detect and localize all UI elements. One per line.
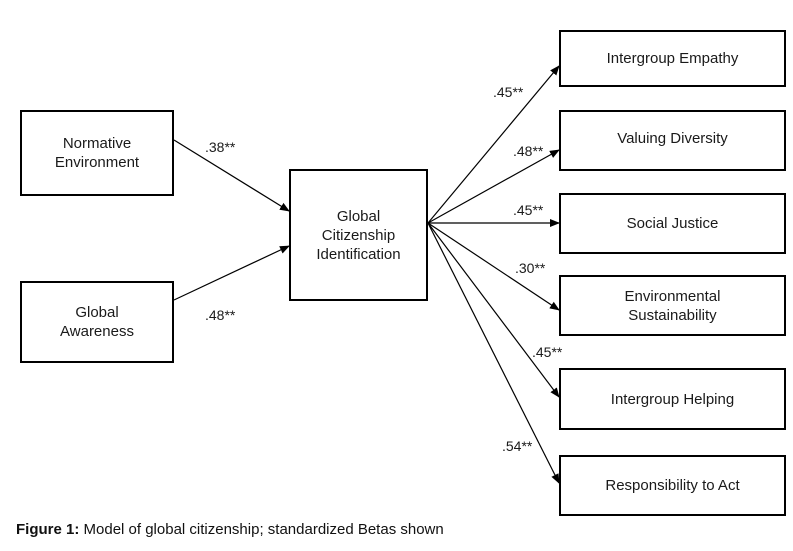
beta-gci-to-helping: .45** [532, 344, 563, 360]
beta-awareness-to-gci: .48** [205, 307, 236, 323]
node-label: Social Justice [626, 215, 719, 232]
arrow-gci-to-valuing-diversity [427, 149, 560, 224]
node-normative-environment: Normative Environment [20, 110, 174, 196]
node-environmental-sustainability: Environmental Sustainability [559, 275, 786, 336]
beta-normative-to-gci: .38** [205, 139, 236, 155]
figure-caption-text: Model of global citizenship; standardize… [79, 521, 444, 538]
arrow-normative-environment-to-gci [173, 139, 290, 212]
arrow-gci-to-intergroup-helping [427, 222, 560, 398]
arrow-global-awareness-to-gci [173, 245, 290, 301]
beta-gci-to-environmental: .30** [515, 260, 546, 276]
node-label: Intergroup Helping [610, 390, 735, 408]
node-label: Global Awareness [60, 304, 134, 340]
arrow-gci-to-responsibility-to-act [427, 222, 560, 484]
beta-gci-to-social-justice: .45** [513, 202, 544, 218]
node-valuing-diversity: Valuing Diversity [559, 110, 786, 171]
node-global-awareness: Global Awareness [20, 281, 174, 363]
node-label: Global Citizenship Identification [316, 207, 401, 263]
node-responsibility-to-act: Responsibility to Act [559, 455, 786, 516]
node-label: Intergroup Empathy [606, 50, 739, 67]
node-global-citizenship-identification: Global Citizenship Identification [289, 169, 428, 301]
beta-gci-to-diversity: .48** [513, 143, 544, 159]
figure-caption-label: Figure 1: [16, 521, 80, 538]
node-label: Normative Environment [54, 135, 140, 171]
beta-gci-to-empathy: .45** [493, 84, 524, 100]
node-label: Responsibility to Act [605, 477, 740, 494]
node-label: Valuing Diversity [617, 130, 728, 147]
arrow-gci-to-environmental-sustainability [427, 222, 560, 311]
figure-caption: Figure 1: Model of global citizenship; s… [16, 521, 444, 538]
node-intergroup-helping: Intergroup Helping [559, 368, 786, 430]
beta-gci-to-responsibility: .54** [502, 438, 533, 454]
node-social-justice: Social Justice [559, 193, 786, 254]
node-intergroup-empathy: Intergroup Empathy [559, 30, 786, 87]
node-label: Environmental Sustainability [624, 287, 721, 324]
arrow-gci-to-intergroup-empathy [427, 65, 560, 224]
